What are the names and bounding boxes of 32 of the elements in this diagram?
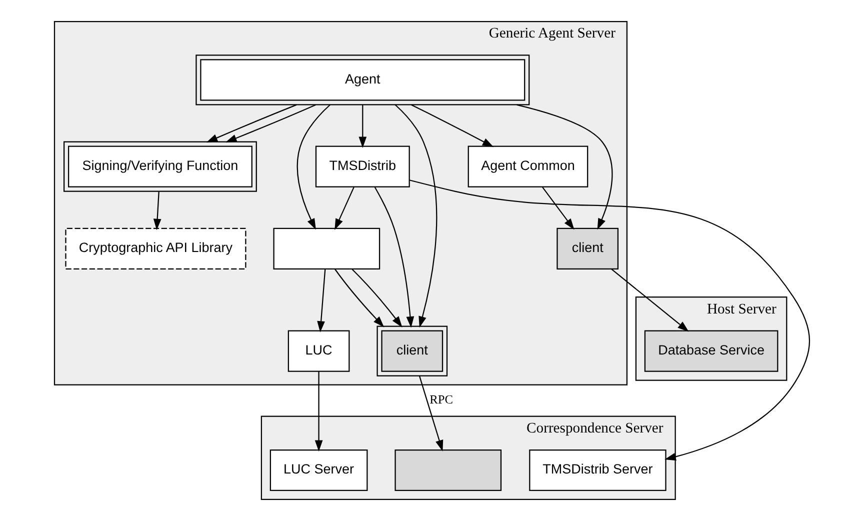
node-box: Signing/Verifying Function bbox=[64, 141, 257, 192]
arrow bbox=[317, 269, 326, 332]
node-box: client bbox=[376, 326, 448, 376]
node-box: Agent bbox=[196, 54, 530, 106]
arrow bbox=[352, 268, 402, 328]
arrow bbox=[374, 186, 414, 328]
node-box: Cryptographic API Library bbox=[65, 228, 246, 270]
arrow bbox=[542, 186, 574, 230]
node-box: Database Service bbox=[644, 330, 778, 372]
node-box: LUC Server bbox=[270, 449, 368, 492]
arrow bbox=[394, 104, 438, 328]
arrow bbox=[334, 186, 354, 230]
arrow bbox=[516, 104, 613, 230]
node-box: LUC bbox=[288, 330, 350, 372]
arrow bbox=[418, 376, 444, 452]
arrow bbox=[153, 192, 162, 230]
edge-label: RPC bbox=[430, 392, 454, 407]
arrow bbox=[358, 105, 367, 148]
arrow bbox=[411, 104, 494, 148]
arrow bbox=[206, 104, 297, 142]
arrow bbox=[611, 268, 689, 332]
arrow bbox=[314, 371, 323, 452]
arrow bbox=[296, 104, 331, 230]
arrow bbox=[334, 268, 384, 328]
node-box: client bbox=[556, 228, 619, 270]
node-box: Agent Common bbox=[468, 146, 588, 188]
node-box bbox=[394, 449, 502, 492]
node-box: TMSDistrib Server bbox=[529, 449, 666, 492]
arrow bbox=[409, 180, 810, 461]
node-box: TMSDistrib bbox=[315, 146, 410, 188]
node-box bbox=[273, 228, 380, 270]
arrow bbox=[225, 104, 316, 142]
